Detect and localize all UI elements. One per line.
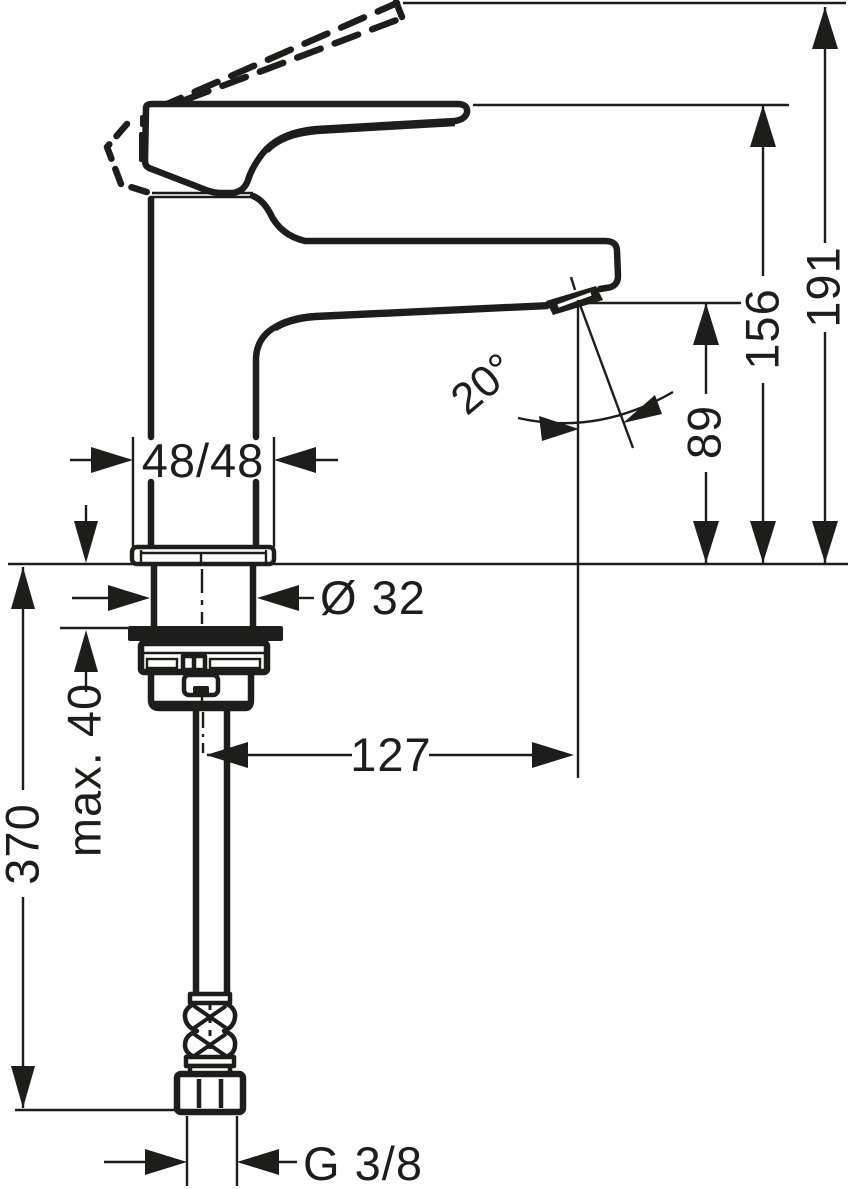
dim-spout-reach: 127: [206, 728, 574, 781]
dim-label-handle-height: 156: [736, 288, 789, 369]
dim-spout-height: 89: [583, 301, 741, 563]
hose-braided-section: [182, 991, 238, 1061]
mounting-shank: [150, 563, 257, 631]
dim-label-base-width: 48/48: [142, 434, 265, 487]
dim-label-hose-length: 370: [0, 803, 49, 884]
dim-label-connection-thread: G 3/8: [303, 1137, 423, 1189]
dim-label-total-height: 191: [797, 246, 850, 327]
dim-base-width: 48/48: [70, 434, 338, 547]
dim-max-mounting-thickness: max. 40: [58, 505, 111, 857]
handle-raised-dashed-icon: [103, 0, 406, 197]
dim-label-max-mounting-thickness: max. 40: [58, 683, 111, 857]
hose-connection-nut: [173, 1054, 247, 1116]
dim-label-tap-hole-diameter: Ø 32: [320, 571, 426, 624]
dim-connection-thread: G 3/8: [104, 1116, 423, 1189]
dim-handle-height: 156: [473, 103, 789, 563]
dim-tap-hole-diameter: Ø 32: [72, 571, 426, 624]
aerator-outlet-icon: [546, 286, 603, 315]
supply-hose: [173, 704, 247, 1116]
dim-label-spout-height: 89: [678, 405, 731, 459]
dim-spout-angle: 20°: [442, 276, 674, 778]
handle-pivot-nub: [140, 115, 147, 127]
escutcheon: [129, 544, 277, 567]
counter-line: [8, 562, 848, 1112]
mounting-nut: [137, 639, 271, 676]
handle: [139, 100, 471, 197]
dim-label-spout-angle: 20°: [442, 344, 524, 424]
mounting-washer: [128, 626, 283, 641]
drain-rod-coupler: [147, 668, 255, 712]
handle-pivot-nub: [139, 132, 147, 162]
dim-total-height: 191: [403, 1, 850, 563]
dim-label-spout-reach: 127: [350, 728, 431, 781]
dim-hose-length: 370: [0, 567, 49, 1108]
